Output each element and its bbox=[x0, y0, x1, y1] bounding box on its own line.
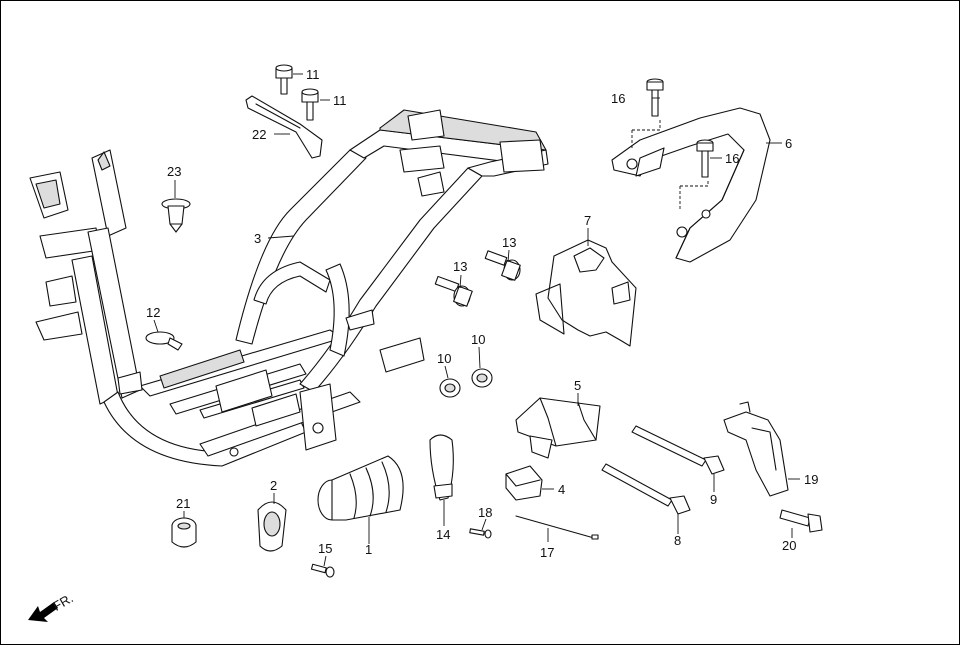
callout-21: 21 bbox=[176, 496, 190, 511]
callout-10a: 10 bbox=[437, 351, 451, 366]
callout-17: 17 bbox=[540, 545, 554, 560]
callout-8: 8 bbox=[674, 533, 681, 548]
part-15-screw[interactable] bbox=[310, 563, 335, 578]
part-5-battery-bracket[interactable] bbox=[515, 397, 601, 459]
part-4-rubber-block[interactable] bbox=[505, 465, 543, 501]
callout-12: 12 bbox=[146, 305, 160, 320]
part-1-air-duct-boot[interactable] bbox=[317, 455, 404, 521]
callout-20: 20 bbox=[782, 538, 796, 553]
part-19-engine-bracket[interactable] bbox=[723, 401, 789, 497]
callout-2: 2 bbox=[270, 478, 277, 493]
part-20-bolt[interactable] bbox=[779, 509, 823, 533]
callout-6: 6 bbox=[785, 136, 792, 151]
callout-14: 14 bbox=[436, 527, 450, 542]
part-11-bolt-b[interactable] bbox=[301, 88, 319, 121]
front-direction-arrow bbox=[28, 602, 58, 622]
part-14-band[interactable] bbox=[429, 434, 454, 501]
bolt-16b-alignment-line bbox=[679, 180, 709, 210]
part-13-damper-a[interactable] bbox=[484, 250, 521, 281]
bolt-16a-alignment-line bbox=[631, 118, 661, 150]
callout-9: 9 bbox=[710, 492, 717, 507]
part-6-grab-rail[interactable] bbox=[611, 107, 771, 263]
callout-11a: 11 bbox=[306, 67, 320, 82]
part-17-cable-tie[interactable] bbox=[515, 515, 599, 540]
callout-labels: 11 11 22 23 3 12 16 16 6 7 13 13 10 10 5… bbox=[50, 67, 818, 614]
callout-13a: 13 bbox=[502, 235, 516, 250]
callout-3: 3 bbox=[254, 231, 261, 246]
callout-10b: 10 bbox=[471, 332, 485, 347]
callout-11b: 11 bbox=[333, 93, 347, 108]
callout-15: 15 bbox=[318, 541, 332, 556]
leader-lines bbox=[153, 73, 800, 567]
part-8-long-bolt[interactable] bbox=[601, 463, 691, 515]
main-frame[interactable] bbox=[29, 109, 549, 467]
callout-16a: 16 bbox=[611, 91, 625, 106]
callout-19: 19 bbox=[804, 472, 818, 487]
part-18-screw[interactable] bbox=[469, 528, 492, 539]
part-9-long-bolt[interactable] bbox=[631, 425, 725, 475]
callout-5: 5 bbox=[574, 378, 581, 393]
callout-1: 1 bbox=[365, 542, 372, 557]
part-2-grommet[interactable] bbox=[257, 501, 287, 552]
callout-16b: 16 bbox=[725, 151, 739, 166]
callout-18: 18 bbox=[478, 505, 492, 520]
part-10-bushing-b[interactable] bbox=[471, 368, 493, 388]
callout-22: 22 bbox=[252, 127, 266, 142]
part-23-push-clip[interactable] bbox=[161, 198, 191, 233]
part-21-cap[interactable] bbox=[171, 517, 197, 548]
part-11-bolt-a[interactable] bbox=[275, 64, 293, 95]
callout-13b: 13 bbox=[453, 259, 467, 274]
part-10-bushing-a[interactable] bbox=[439, 378, 461, 398]
part-13-damper-b[interactable] bbox=[434, 275, 473, 307]
part-7-heat-shield-plate[interactable] bbox=[535, 239, 637, 347]
part-22-bracket[interactable] bbox=[245, 95, 323, 159]
callout-23: 23 bbox=[167, 164, 181, 179]
part-16-bolt-a[interactable] bbox=[646, 78, 664, 117]
part-16-bolt-b[interactable] bbox=[696, 139, 714, 178]
callout-7: 7 bbox=[584, 213, 591, 228]
callout-4: 4 bbox=[558, 482, 565, 497]
part-12-hose-clamp[interactable] bbox=[145, 331, 183, 351]
